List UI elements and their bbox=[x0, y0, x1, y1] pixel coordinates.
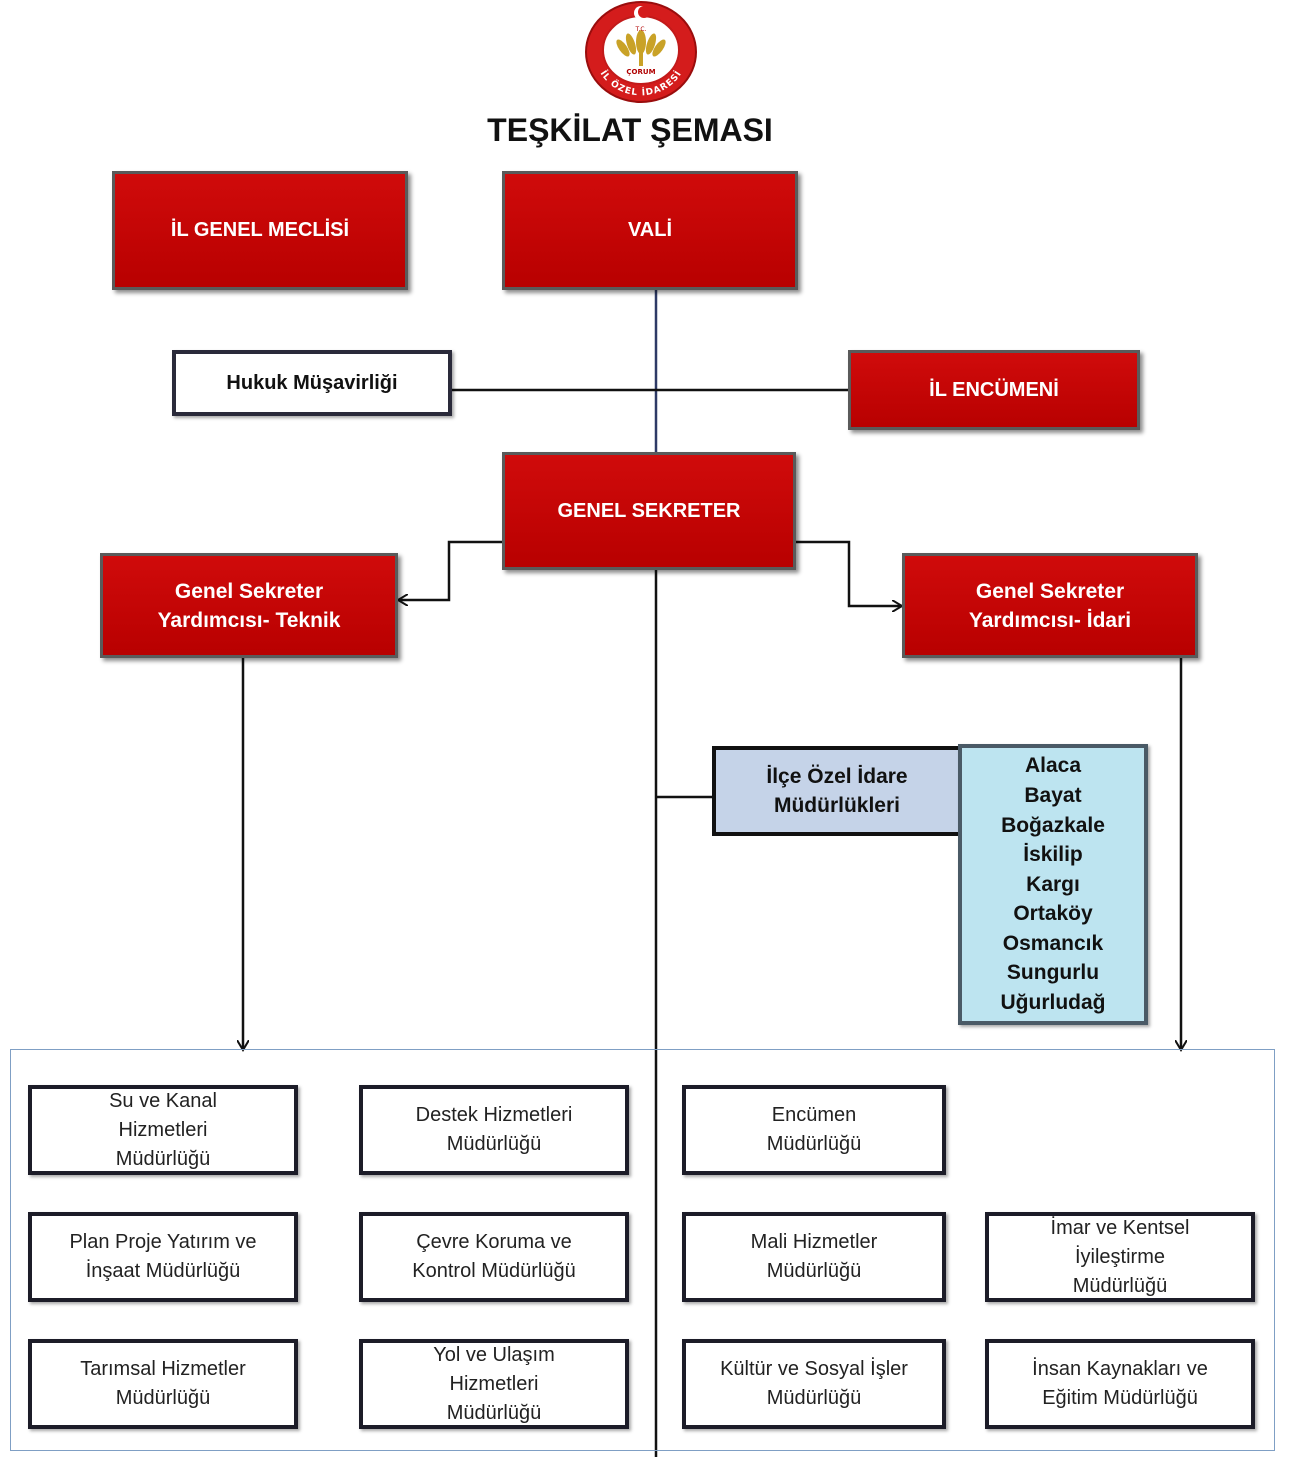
arrow-to-yardimcisi-teknik bbox=[398, 540, 502, 600]
dept-insan-kaynaklari: İnsan Kaynakları ve Eğitim Müdürlüğü bbox=[985, 1339, 1255, 1429]
district-item: Alaca bbox=[1024, 754, 1082, 778]
dept-yol-ve-ulasim: Yol ve Ulaşım Hizmetleri Müdürlüğü bbox=[359, 1339, 629, 1429]
dept-tarimsal-hizmetler: Tarımsal Hizmetler Müdürlüğü bbox=[28, 1339, 298, 1429]
departments-frame bbox=[10, 1049, 1275, 1451]
il-ozel-idaresi-emblem: T.C. ÇORUM İL ÖZEL İDARESİ bbox=[585, 1, 697, 103]
ilce-ozel-idare-box: İlçe Özel İdare Müdürlükleri bbox=[712, 746, 962, 836]
yardimcisi-idari-box: Genel Sekreter Yardımcısı- İdari bbox=[902, 553, 1198, 658]
district-item: Kargı bbox=[1026, 872, 1080, 896]
dept-su-ve-kanal: Su ve Kanal Hizmetleri Müdürlüğü bbox=[28, 1085, 298, 1175]
dept-destek-hizmetleri: Destek Hizmetleri Müdürlüğü bbox=[359, 1085, 629, 1175]
dept-imar-ve-kentsel: İmar ve Kentsel İyileştirme Müdürlüğü bbox=[985, 1212, 1255, 1302]
district-list: Alaca Bayat Boğazkale İskilip Kargı Orta… bbox=[958, 744, 1148, 1025]
district-item: Bayat bbox=[1024, 783, 1082, 807]
district-item: Osmancık bbox=[1002, 931, 1104, 955]
district-item: Boğazkale bbox=[1001, 813, 1105, 837]
vali-box: VALİ bbox=[502, 171, 798, 290]
dept-mali-hizmetler: Mali Hizmetler Müdürlüğü bbox=[682, 1212, 946, 1302]
district-item: Uğurludağ bbox=[1000, 991, 1106, 1015]
arrow-to-yardimcisi-idari bbox=[796, 540, 902, 606]
emblem-center-text: ÇORUM bbox=[626, 68, 655, 76]
dept-cevre-koruma: Çevre Koruma ve Kontrol Müdürlüğü bbox=[359, 1212, 629, 1302]
genel-sekreter-box: GENEL SEKRETER bbox=[502, 452, 796, 570]
hukuk-musavirligi-box: Hukuk Müşavirliği bbox=[172, 350, 452, 416]
dept-kultur-ve-sosyal: Kültür ve Sosyal İşler Müdürlüğü bbox=[682, 1339, 946, 1429]
dept-plan-proje: Plan Proje Yatırım ve İnşaat Müdürlüğü bbox=[28, 1212, 298, 1302]
il-encumeni-box: İL ENCÜMENİ bbox=[848, 350, 1140, 430]
emblem-top-text: T.C. bbox=[635, 26, 647, 33]
district-item: Sungurlu bbox=[1006, 961, 1100, 985]
chart-title: TEŞKİLAT ŞEMASI bbox=[487, 112, 773, 148]
il-genel-meclisi-box: İL GENEL MECLİSİ bbox=[112, 171, 408, 290]
district-item: Ortaköy bbox=[1013, 902, 1093, 926]
district-item: İskilip bbox=[1023, 843, 1083, 867]
yardimcisi-teknik-box: Genel Sekreter Yardımcısı- Teknik bbox=[100, 553, 398, 658]
dept-encumen: Encümen Müdürlüğü bbox=[682, 1085, 946, 1175]
